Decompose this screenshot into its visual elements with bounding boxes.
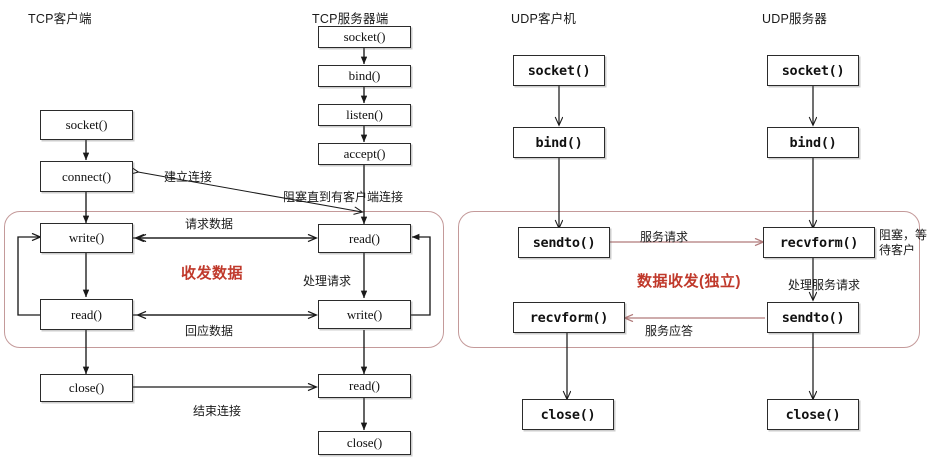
- udp-server-recvform[interactable]: recvform(): [763, 227, 875, 258]
- label-udp-service-request: 服务请求: [640, 230, 689, 244]
- label-udp-loop: 数据收发(独立): [637, 273, 741, 290]
- udp-server-bind[interactable]: bind(): [767, 127, 859, 158]
- label-tcp-end-connection: 结束连接: [193, 404, 242, 418]
- udp-client-bind[interactable]: bind(): [513, 127, 605, 158]
- title-udp-client: UDP客户机: [511, 12, 577, 26]
- tcp-server-bind[interactable]: bind(): [318, 65, 411, 87]
- tcp-client-close[interactable]: close(): [40, 374, 133, 402]
- udp-client-recvform[interactable]: recvform(): [513, 302, 625, 333]
- udp-client-sendto[interactable]: sendto(): [518, 227, 610, 258]
- label-tcp-establish: 建立连接: [164, 170, 213, 184]
- tcp-server-accept[interactable]: accept(): [318, 143, 411, 165]
- tcp-server-close[interactable]: close(): [318, 431, 411, 455]
- title-tcp-server: TCP服务器端: [312, 12, 389, 26]
- tcp-client-connect[interactable]: connect(): [40, 161, 133, 192]
- title-udp-server: UDP服务器: [762, 12, 828, 26]
- tcp-server-read[interactable]: read(): [318, 224, 411, 253]
- label-udp-service-response: 服务应答: [645, 324, 694, 338]
- udp-server-sendto[interactable]: sendto(): [767, 302, 859, 333]
- tcp-client-write[interactable]: write(): [40, 223, 133, 253]
- tcp-server-write[interactable]: write(): [318, 300, 411, 329]
- udp-client-close[interactable]: close(): [522, 399, 614, 430]
- tcp-client-read[interactable]: read(): [40, 299, 133, 330]
- tcp-server-socket[interactable]: socket(): [318, 26, 411, 48]
- udp-server-close[interactable]: close(): [767, 399, 859, 430]
- label-tcp-block-until-client: 阻塞直到有客户端连接: [283, 190, 404, 204]
- tcp-server-listen[interactable]: listen(): [318, 104, 411, 126]
- tcp-client-socket[interactable]: socket(): [40, 110, 133, 140]
- title-tcp-client: TCP客户端: [28, 12, 92, 26]
- tcp-server-read2[interactable]: read(): [318, 374, 411, 398]
- udp-client-socket[interactable]: socket(): [513, 55, 605, 86]
- label-tcp-handle-request: 处理请求: [303, 274, 352, 288]
- label-tcp-response-data: 回应数据: [185, 324, 234, 338]
- label-udp-handle-service-request: 处理服务请求: [788, 278, 861, 292]
- label-udp-block-wait-client: 阻塞，等待客户: [879, 228, 928, 257]
- label-tcp-request-data: 请求数据: [185, 217, 234, 231]
- udp-server-socket[interactable]: socket(): [767, 55, 859, 86]
- label-tcp-loop: 收发数据: [181, 265, 244, 282]
